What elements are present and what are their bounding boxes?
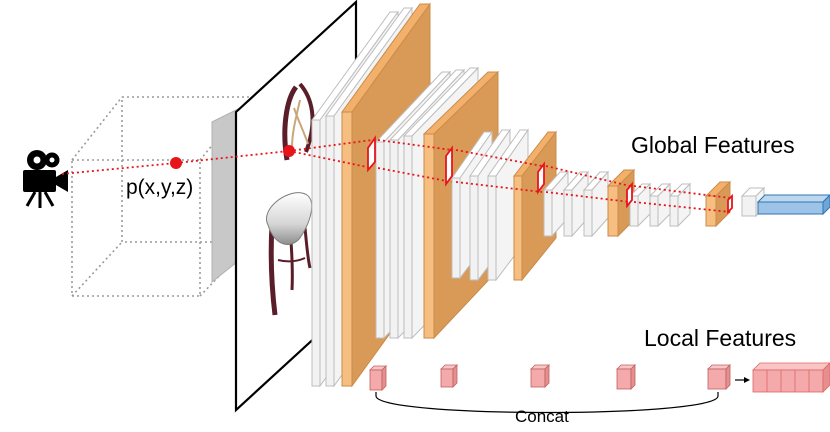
local-feature-2 (440, 364, 458, 388)
conv-block-5 (628, 180, 732, 228)
concatenated-local-features (752, 362, 830, 393)
concat-label: Concat (515, 407, 569, 426)
point-label: p(x,y,z) (126, 176, 194, 199)
point-marker-image (283, 145, 295, 157)
conv-block-4 (542, 168, 636, 238)
local-feature-cubes (369, 362, 830, 393)
global-features-label: Global Features (631, 132, 795, 158)
camera-icon (23, 150, 68, 208)
local-features-label: Local Features (644, 325, 797, 351)
projection-lines (61, 139, 731, 213)
point-marker-volume (170, 157, 182, 169)
local-feature-5 (707, 364, 731, 390)
concat-arrow (735, 377, 750, 383)
conv-block-2 (374, 66, 500, 340)
local-feature-1 (369, 365, 387, 391)
concat-connector (375, 392, 719, 414)
conv-block-3 (451, 128, 558, 282)
feature-markers (367, 135, 733, 215)
local-feature-4 (616, 364, 636, 390)
local-feature-3 (530, 364, 550, 388)
encoder-layers (311, 2, 830, 388)
global-feature-vector (756, 194, 830, 216)
